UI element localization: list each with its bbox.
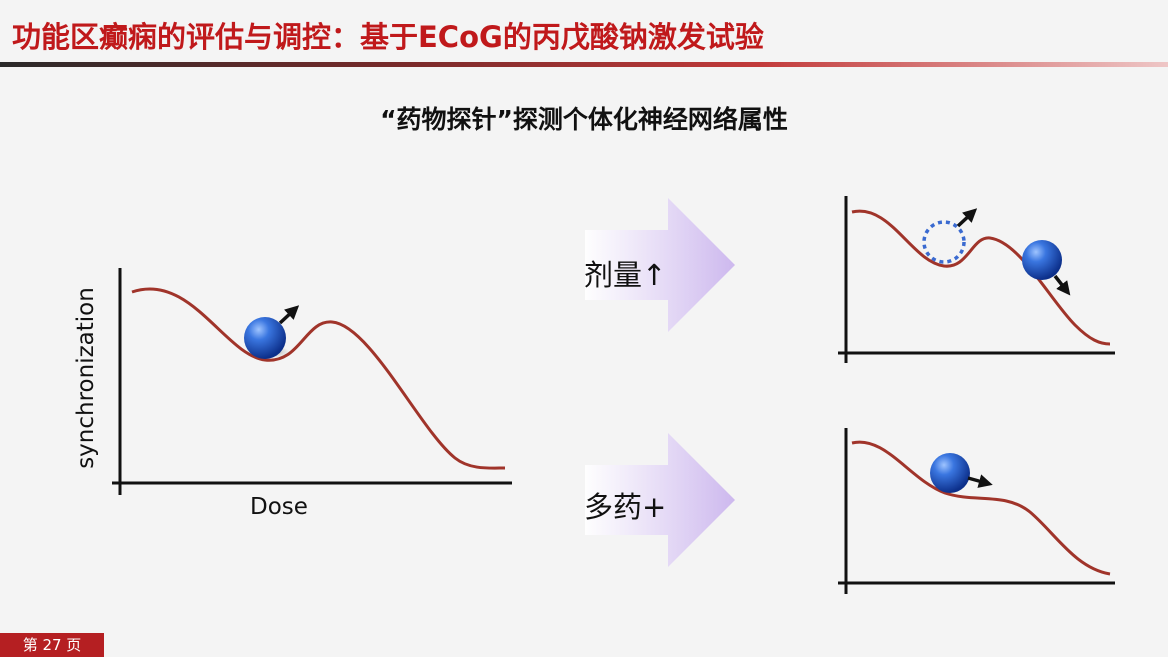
dose-up-ball-arrow [1053, 274, 1071, 296]
dose-up-label: 剂量↑ [584, 258, 667, 292]
polydrug-arrow [585, 433, 735, 567]
main-plot [112, 268, 512, 495]
slide-subtitle: “药物探针”探测个体化神经网络属性 [380, 105, 788, 134]
polydrug-ball [930, 453, 970, 493]
polydrug-label: 多药+ [584, 490, 667, 524]
slide-title: 功能区癫痫的评估与调控：基于ECoG的丙戊酸钠激发试验 [12, 20, 764, 54]
polydrug-ball-arrow [967, 474, 993, 488]
dose-up-previous-ball-outline [922, 220, 966, 264]
dose-up-escape-arrow [956, 208, 978, 228]
dose-up-ball [1022, 240, 1062, 280]
page-number-badge: 第 27 页 [0, 633, 104, 657]
main-ball-arrow [278, 305, 300, 325]
dose-up-arrow [585, 198, 735, 332]
x-axis-label: Dose [250, 494, 308, 520]
title-divider [0, 62, 1168, 67]
dose-up-plot [838, 196, 1115, 363]
main-ball [244, 317, 286, 359]
polydrug-curve [851, 440, 1111, 576]
main-landscape-curve [131, 287, 506, 470]
dose-up-curve [851, 209, 1111, 346]
polydrug-plot [838, 428, 1115, 594]
y-axis-label: synchronization [73, 287, 99, 469]
